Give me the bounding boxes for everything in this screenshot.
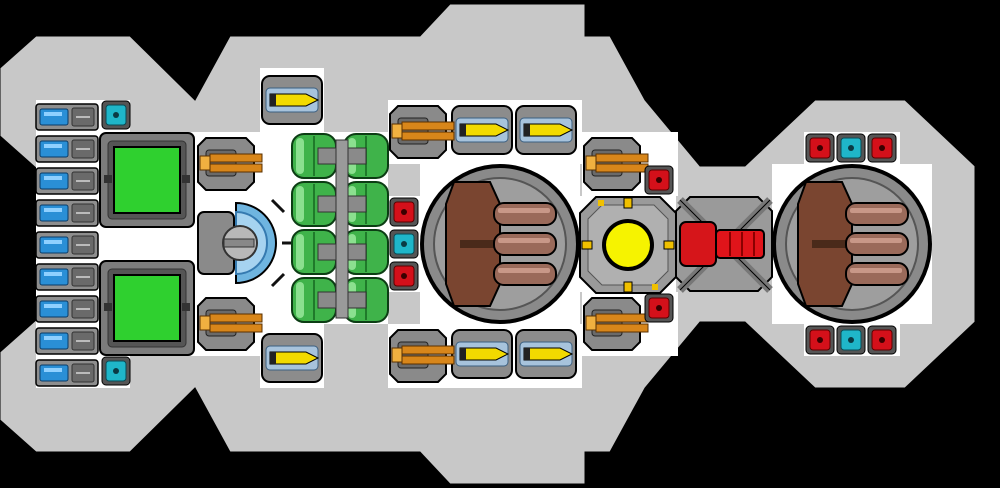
orange-turret[interactable] <box>389 329 455 383</box>
orange-turret[interactable] <box>583 137 649 191</box>
cyan-node-center[interactable] <box>389 229 419 259</box>
red-node[interactable] <box>805 325 835 355</box>
missile-launchers <box>261 75 577 383</box>
battery-cell[interactable] <box>35 263 99 291</box>
battery-cell[interactable] <box>35 359 99 387</box>
battery-bank <box>35 103 99 387</box>
battery-cell[interactable] <box>35 295 99 323</box>
red-node[interactable] <box>644 293 674 323</box>
red-node[interactable] <box>867 133 897 163</box>
red-node[interactable] <box>867 325 897 355</box>
battery-cell[interactable] <box>35 135 99 163</box>
cyan-node-lower-left[interactable] <box>101 356 131 386</box>
missile-launcher[interactable] <box>261 333 323 383</box>
battery-cell[interactable] <box>35 167 99 195</box>
missile-launcher[interactable] <box>261 75 323 125</box>
red-node-cluster <box>389 133 897 355</box>
shield-generator[interactable] <box>197 198 292 288</box>
battery-cell[interactable] <box>35 231 99 259</box>
battery-cell[interactable] <box>35 199 99 227</box>
orange-turret[interactable] <box>389 105 455 159</box>
orange-turret[interactable] <box>583 297 649 351</box>
red-node[interactable] <box>644 165 674 195</box>
cyan-node-top-right[interactable] <box>836 133 866 163</box>
missile-launcher[interactable] <box>515 105 577 155</box>
red-node[interactable] <box>389 261 419 291</box>
battery-cell[interactable] <box>35 327 99 355</box>
orange-turret[interactable] <box>197 297 263 351</box>
fuel-pipe <box>291 133 337 179</box>
cyan-node-bottom-right[interactable] <box>836 325 866 355</box>
green-tank-bottom[interactable] <box>99 260 195 356</box>
cyan-node-upper-left[interactable] <box>101 100 131 130</box>
red-node[interactable] <box>389 197 419 227</box>
fuel-pipe <box>291 277 337 323</box>
missile-launcher[interactable] <box>451 329 513 379</box>
missile-launcher[interactable] <box>515 329 577 379</box>
battery-cell[interactable] <box>35 103 99 131</box>
reactor-core[interactable] <box>579 196 677 294</box>
green-tank-top[interactable] <box>99 132 195 228</box>
heavy-cannon[interactable] <box>420 164 580 324</box>
missile-launcher[interactable] <box>451 105 513 155</box>
orange-turret[interactable] <box>197 137 263 191</box>
heavy-cannons <box>420 164 932 324</box>
pipe-manifold <box>335 139 349 319</box>
fuel-pipe-array <box>291 133 389 323</box>
red-thruster[interactable] <box>675 196 773 293</box>
heavy-cannon[interactable] <box>772 164 932 324</box>
red-node[interactable] <box>805 133 835 163</box>
orange-turrets <box>197 105 649 383</box>
